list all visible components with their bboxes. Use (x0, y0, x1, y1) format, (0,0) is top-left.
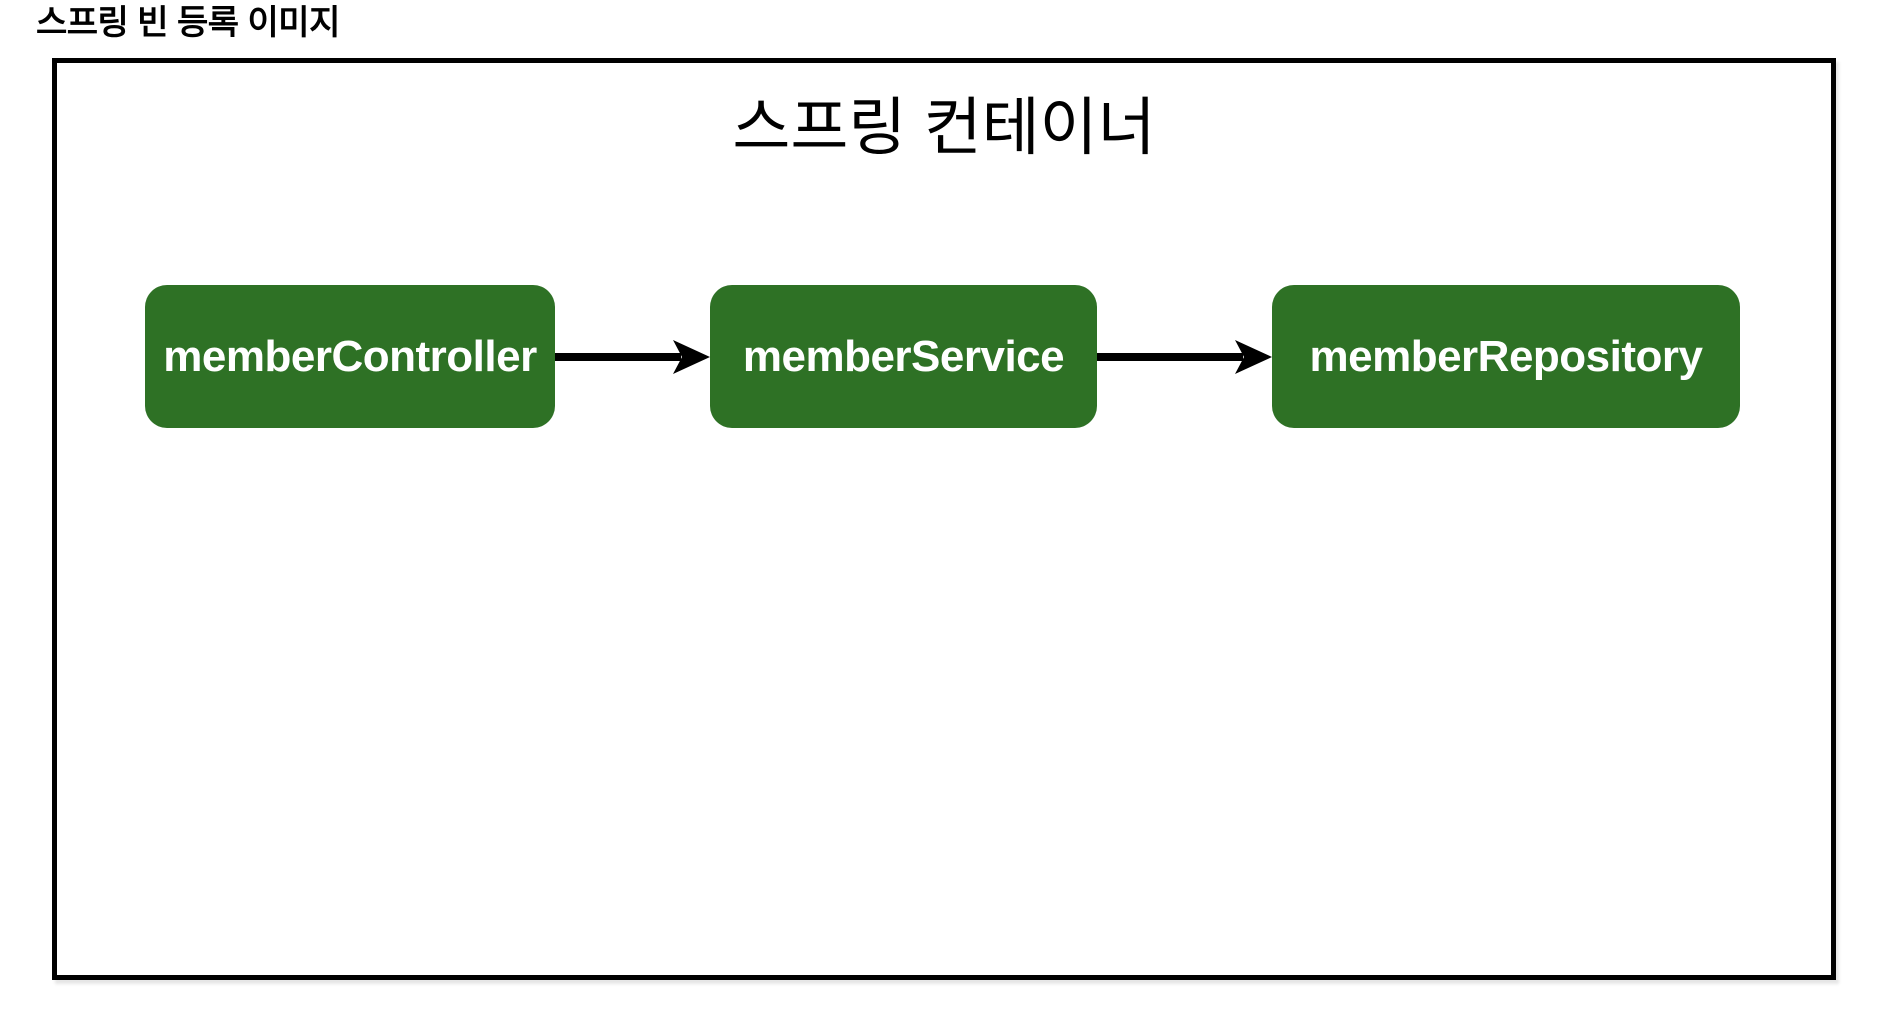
bean-member-repository-label: memberRepository (1309, 331, 1703, 381)
bean-member-controller: memberController (145, 285, 555, 428)
arrow-service-to-repository-icon (1097, 329, 1272, 385)
arrow-controller-to-service-icon (555, 329, 710, 385)
spring-container-box: 스프링 컨테이너 memberController memberService … (52, 58, 1836, 980)
bean-member-service: memberService (710, 285, 1097, 428)
spring-container-title: 스프링 컨테이너 (732, 93, 1156, 163)
page-title: 스프링 빈 등록 이미지 (36, 4, 340, 42)
bean-member-repository: memberRepository (1272, 285, 1740, 428)
bean-member-controller-label: memberController (163, 331, 537, 381)
bean-member-service-label: memberService (742, 331, 1065, 381)
